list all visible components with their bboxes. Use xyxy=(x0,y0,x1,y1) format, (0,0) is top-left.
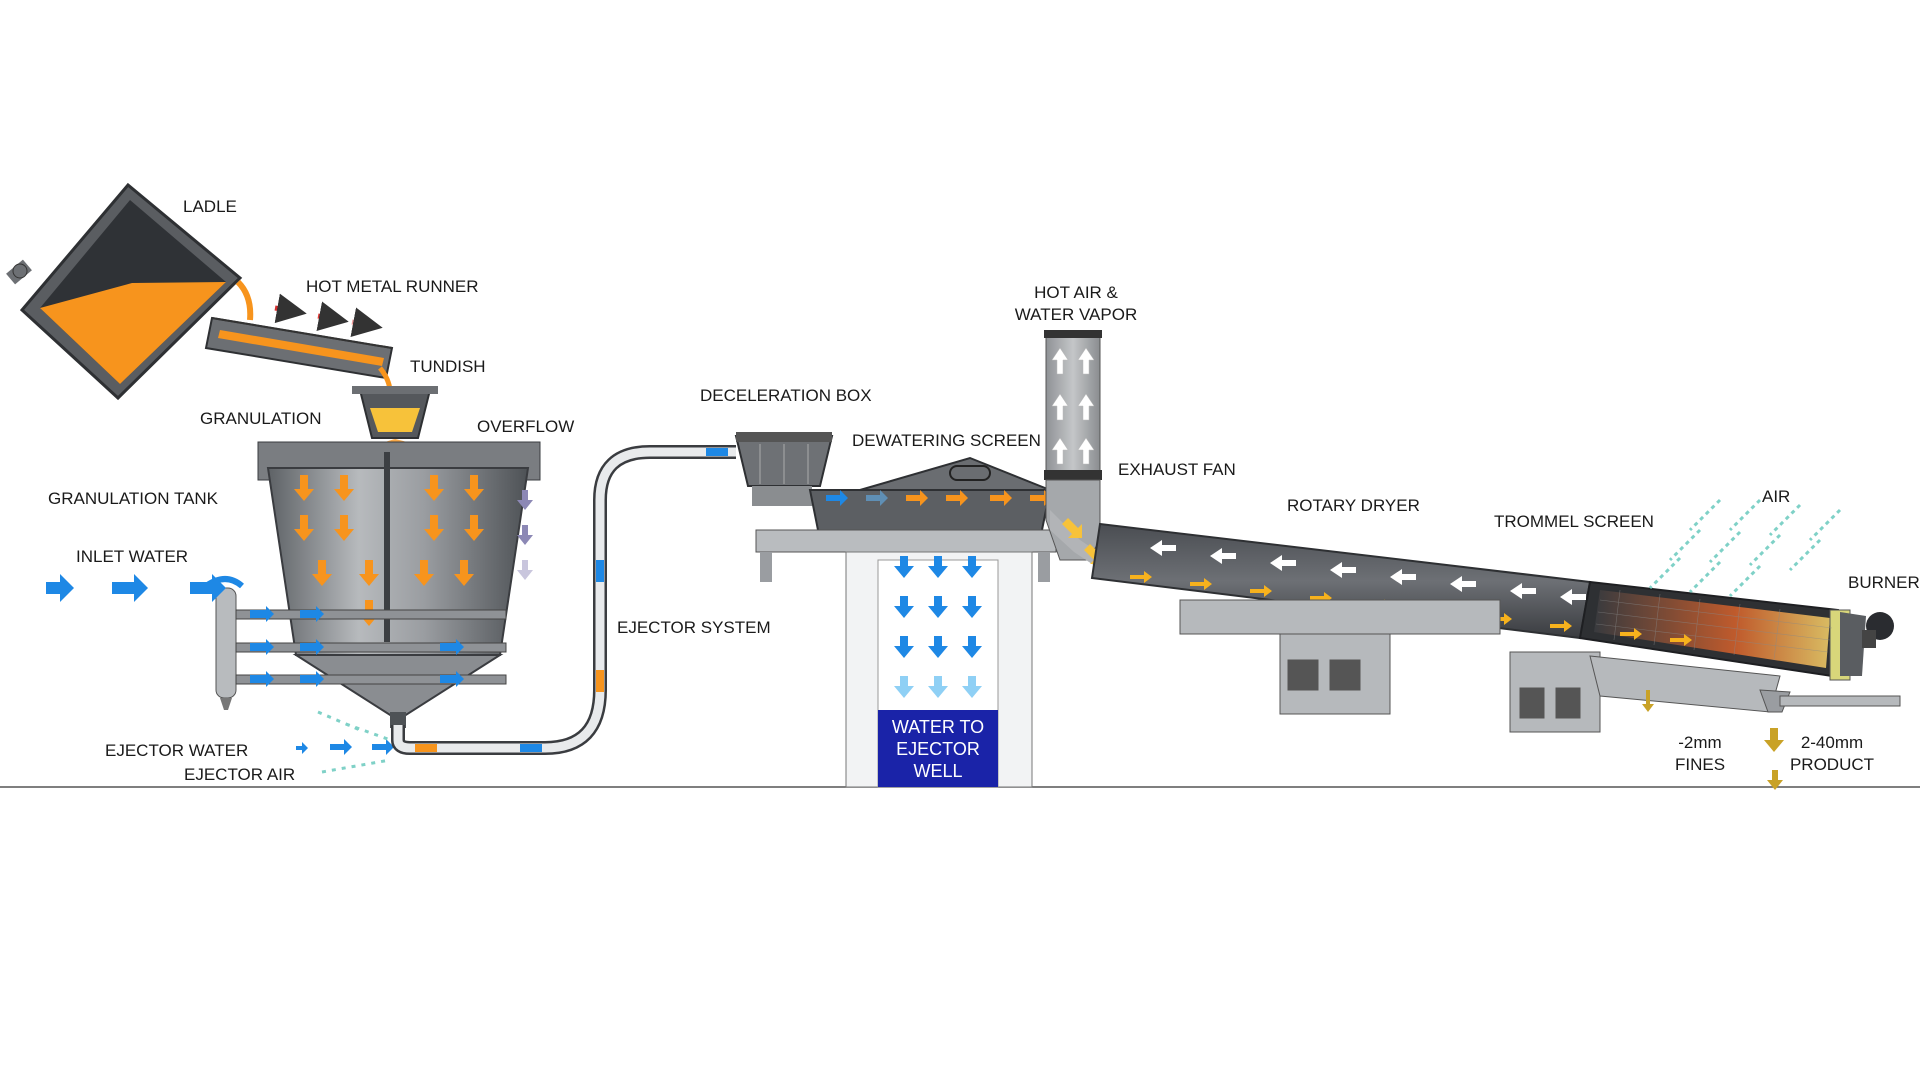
inlet-water-arrows xyxy=(46,574,226,602)
label-ejector-air: EJECTOR AIR xyxy=(184,765,296,784)
dryer-supports xyxy=(1179,599,1901,733)
label-deceleration-box: DECELERATION BOX xyxy=(700,386,872,405)
label-fines-1: -2mm xyxy=(1678,733,1722,752)
ejector-well xyxy=(878,710,998,787)
label-inlet-water: INLET WATER xyxy=(76,547,189,566)
label-water-to-ejector-well: WATER TO EJECTOR WELL xyxy=(878,716,998,782)
tundish xyxy=(352,386,438,439)
overflow-arrows xyxy=(517,490,533,580)
label-tundish: TUNDISH xyxy=(410,357,486,376)
label-ladle: LADLE xyxy=(183,197,237,216)
label-hot-air-2: WATER VAPOR xyxy=(1014,305,1138,324)
label-ejector-water: EJECTOR WATER xyxy=(105,741,249,760)
ejector-pipe-flow-marks xyxy=(415,448,728,752)
label-hot-metal-runner: HOT METAL RUNNER xyxy=(306,277,479,296)
stack-flow-arrows xyxy=(1051,347,1095,465)
label-granulation-tank: GRANULATION TANK xyxy=(48,489,219,508)
well-line-1: WATER TO xyxy=(891,717,985,737)
inlet-pipe-flow-arrows xyxy=(250,606,464,687)
label-ejector-system: EJECTOR SYSTEM xyxy=(617,618,771,637)
well-line-3: WELL xyxy=(913,761,963,781)
inlet-manifold xyxy=(204,576,507,710)
label-hot-air-1: HOT AIR & xyxy=(1034,283,1118,302)
label-rotary-dryer: ROTARY DRYER xyxy=(1287,496,1420,515)
pour-stream xyxy=(235,279,254,321)
deceleration-box xyxy=(734,432,834,506)
granulation-tank xyxy=(257,441,541,728)
label-trommel-screen: TROMMEL SCREEN xyxy=(1494,512,1654,531)
sump-water-arrows xyxy=(894,556,982,698)
product-arrows xyxy=(1764,728,1784,790)
label-granulation: GRANULATION xyxy=(200,409,322,428)
label-fines-2: FINES xyxy=(1674,755,1726,774)
label-exhaust-fan: EXHAUST FAN xyxy=(1118,460,1236,479)
dewatering-screen xyxy=(755,456,1057,582)
air-arrows xyxy=(1648,498,1842,598)
runner-flow-arrows xyxy=(274,293,383,337)
label-dewatering-screen: DEWATERING SCREEN xyxy=(852,431,1041,450)
fines-arrow xyxy=(1642,690,1654,712)
ejector-inlet-arrows xyxy=(296,710,397,774)
well-line-2: EJECTOR xyxy=(896,739,980,759)
label-burner: BURNER xyxy=(1848,573,1920,592)
ladle xyxy=(6,182,243,401)
label-air: AIR xyxy=(1762,487,1791,506)
label-overflow: OVERFLOW xyxy=(477,417,575,436)
hot-metal-runner xyxy=(204,316,394,380)
label-product-2: PRODUCT xyxy=(1789,755,1875,774)
label-product-1: 2-40mm xyxy=(1800,733,1864,752)
dryer-air-arrows xyxy=(1150,540,1586,605)
